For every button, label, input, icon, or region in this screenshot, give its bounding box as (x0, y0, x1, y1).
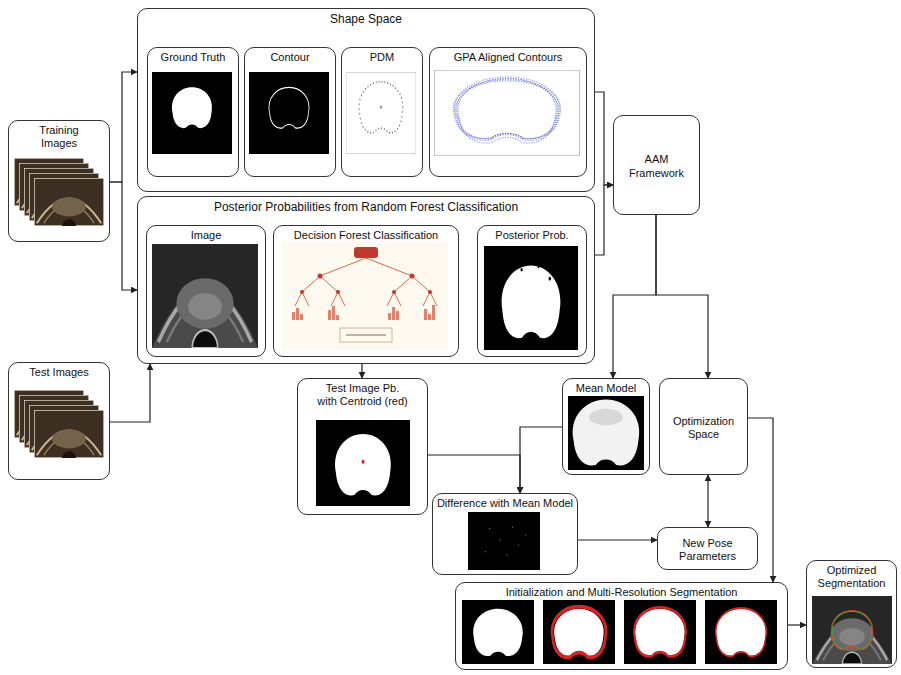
process-box: Posterior Prob. (477, 225, 587, 357)
process-box: Posterior Probabilities from Random Fore… (137, 196, 595, 364)
posterior-map (484, 246, 578, 350)
image-stack (14, 390, 104, 458)
box-label: Shape Space (328, 9, 404, 26)
flow-arrow (788, 624, 806, 625)
flow-arrow (613, 215, 656, 378)
box-label: Posterior Prob. (493, 226, 570, 242)
mean-model-image (568, 396, 644, 470)
process-box: New Pose Parameters (657, 527, 758, 570)
flow-arrow (110, 72, 137, 182)
box-label: Mean Model (574, 379, 639, 395)
box-label: Posterior Probabilities from Random Fore… (212, 197, 520, 214)
box-label: Optimization Space (660, 412, 747, 441)
ultrasound-image (152, 244, 258, 348)
segmentation-step (462, 600, 534, 664)
process-box: Initialization and Multi-Resolution Segm… (455, 582, 788, 670)
process-box: Image (146, 225, 266, 357)
posterior-map (316, 420, 410, 506)
box-label: Training Images (27, 121, 91, 150)
process-box: Mean Model (562, 378, 650, 475)
flow-arrow (707, 475, 708, 527)
box-label: Image (189, 226, 224, 242)
box-label: New Pose Parameters (658, 534, 757, 563)
process-box: Difference with Mean Model (432, 493, 578, 575)
flow-arrow (110, 182, 137, 290)
image-stack (14, 158, 104, 226)
box-label: Test Image Pb. with Centroid (red) (314, 379, 412, 408)
process-box: Training Images (8, 120, 110, 242)
box-label: PDM (368, 48, 396, 64)
segmentation-step (705, 600, 777, 664)
flow-arrow (578, 539, 657, 540)
process-box: Test Images (8, 362, 110, 480)
box-label: Ground Truth (159, 48, 228, 64)
process-box: Test Image Pb. with Centroid (red) (297, 378, 428, 515)
box-label: AAM Framework (615, 150, 699, 179)
segmentation-step (543, 600, 615, 664)
box-label: GPA Aligned Contours (452, 48, 565, 64)
box-label: Contour (268, 48, 311, 64)
flow-arrow (428, 455, 520, 493)
flow-arrow (595, 185, 613, 255)
segmentation-result (812, 596, 892, 664)
process-box: Ground Truth (147, 47, 239, 177)
flow-arrow (520, 427, 562, 493)
box-label: Optimized Segmentation (807, 561, 896, 590)
process-box: GPA Aligned Contours (429, 47, 587, 177)
decision-forest-illustration (282, 242, 448, 350)
flow-arrow (361, 364, 362, 378)
flow-arrow (656, 215, 708, 378)
contour-image (249, 72, 329, 154)
process-box: Shape SpaceGround Truth Contour PDM GPA Ali… (137, 8, 595, 192)
flow-arrow (595, 92, 613, 185)
process-box: PDM (341, 47, 423, 177)
box-label: Decision Forest Classification (292, 226, 440, 242)
process-box: AAM Framework (613, 115, 700, 215)
ground-truth-mask (152, 72, 232, 154)
point-distribution-model (346, 72, 416, 154)
segmentation-step (624, 600, 696, 664)
box-label: Initialization and Multi-Resolution Segm… (504, 583, 740, 599)
process-box: Optimization Space (659, 378, 748, 475)
process-box: Contour (244, 47, 336, 177)
box-label: Difference with Mean Model (435, 494, 575, 510)
difference-image (468, 512, 540, 570)
flow-arrow (110, 364, 150, 422)
aligned-contours (434, 70, 580, 156)
box-label: Test Images (27, 363, 90, 379)
flow-arrow (748, 418, 773, 582)
process-box: Optimized Segmentation (806, 560, 897, 668)
process-box: Decision Forest Classification (273, 225, 459, 357)
